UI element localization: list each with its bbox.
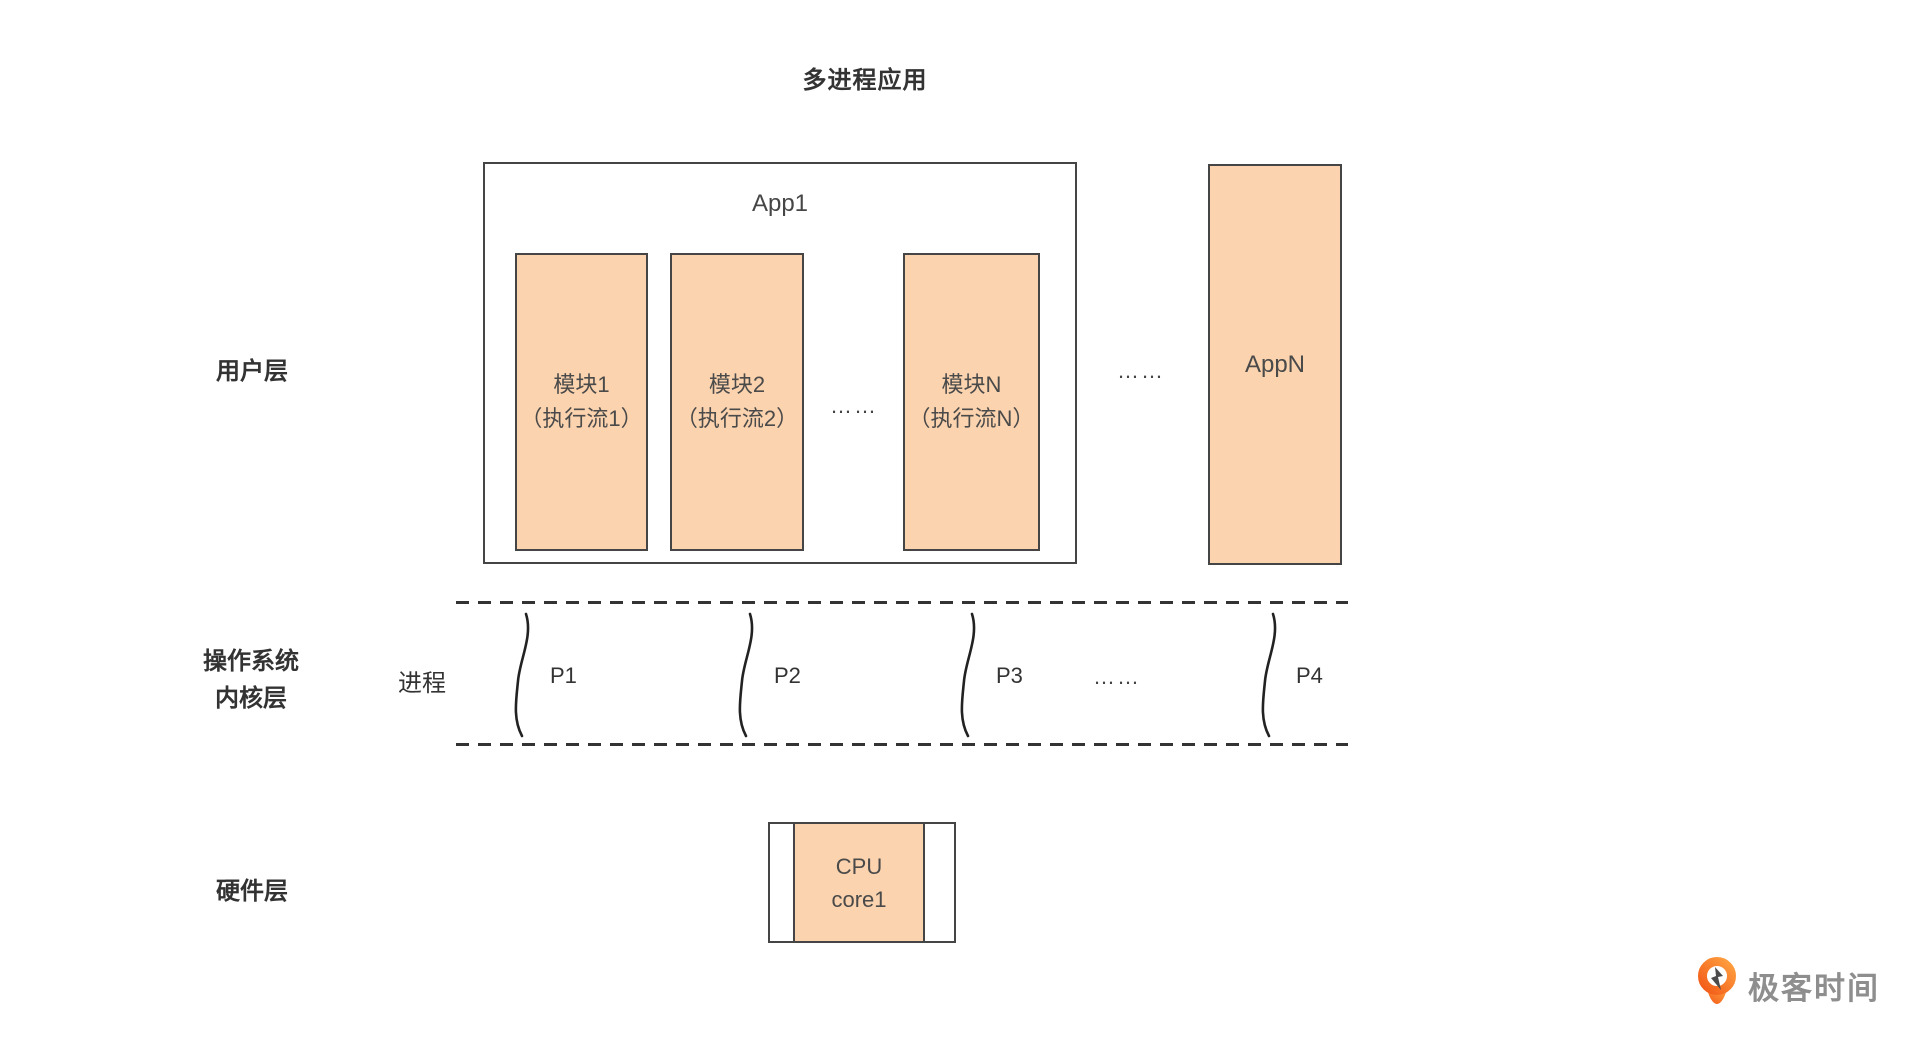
process-brace-curve-1 bbox=[514, 612, 530, 738]
module-box-2: 模块2 （执行流2） bbox=[670, 253, 804, 551]
process-p3-label: P3 bbox=[996, 663, 1023, 688]
process-p2-label: P2 bbox=[774, 663, 801, 688]
cpu-core-box: CPU core1 bbox=[793, 824, 925, 941]
module-n-subtitle: （执行流N） bbox=[908, 406, 1035, 431]
kernel-boundary-bottom-line bbox=[456, 743, 1348, 746]
process-brace-curve-3 bbox=[960, 612, 976, 738]
module-1-subtitle: （执行流1） bbox=[520, 406, 643, 431]
appn-label: AppN bbox=[1244, 350, 1306, 378]
cpu-outer-box: CPU core1 bbox=[768, 822, 956, 943]
kernel-layer-label-line2: 内核层 bbox=[215, 685, 287, 712]
appn-box: AppN bbox=[1208, 164, 1342, 565]
modules-ellipsis: …… bbox=[830, 393, 878, 418]
module-box-1: 模块1 （执行流1） bbox=[515, 253, 648, 551]
cpu-label-line1: CPU bbox=[835, 853, 883, 879]
module-box-n: 模块N （执行流N） bbox=[903, 253, 1040, 551]
module-n-title: 模块N bbox=[941, 372, 1002, 397]
module-2-subtitle: （执行流2） bbox=[675, 406, 799, 431]
app1-label: App1 bbox=[751, 190, 809, 217]
module-2-title: 模块2 bbox=[708, 372, 766, 397]
hardware-layer-label: 硬件层 bbox=[216, 878, 288, 905]
process-brace-curve-2 bbox=[738, 612, 754, 738]
process-p4-label: P4 bbox=[1296, 663, 1323, 688]
kernel-layer-label-line1: 操作系统 bbox=[203, 648, 299, 675]
kernel-boundary-top-line bbox=[456, 601, 1348, 604]
apps-ellipsis: …… bbox=[1117, 358, 1165, 383]
process-brace-curve-4 bbox=[1261, 612, 1277, 738]
diagram-title: 多进程应用 bbox=[802, 67, 928, 94]
module-1-title: 模块1 bbox=[553, 372, 610, 397]
geektime-logo-icon bbox=[1698, 957, 1736, 1004]
geektime-logo: 极客时间 bbox=[1694, 955, 1904, 1011]
kernel-layer-label: 操作系统 内核层 bbox=[181, 643, 321, 717]
user-layer-label: 用户层 bbox=[216, 358, 288, 385]
geektime-logo-text: 极客时间 bbox=[1748, 971, 1880, 1006]
processes-ellipsis: …… bbox=[1093, 664, 1141, 689]
process-label: 进程 bbox=[398, 670, 446, 697]
cpu-label-line2: core1 bbox=[831, 886, 887, 912]
process-p1-label: P1 bbox=[550, 663, 577, 688]
